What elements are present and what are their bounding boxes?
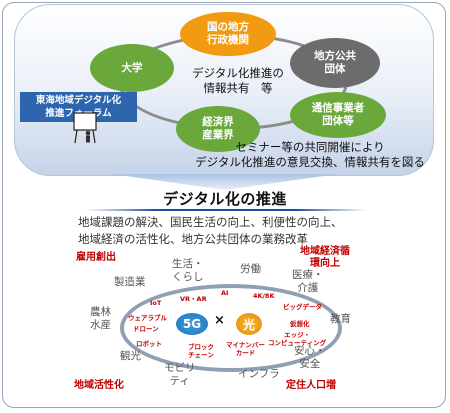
node-telecom-operators: 通信事業者 団体等 xyxy=(290,92,386,138)
presenter-board-icon xyxy=(73,112,97,144)
badge-optical: 光 xyxy=(236,313,262,335)
tech-wearable: ウェアラブル xyxy=(128,314,167,322)
field-manufacturing: 製造業 xyxy=(114,276,146,288)
tech-4k8k: 4K/8K xyxy=(253,292,275,300)
section-description: 地域課題の解決、国民生活の向上、利便性の向上、 地域経済の活性化、地方公共団体の… xyxy=(78,215,343,246)
field-life: 生活・ くらし xyxy=(172,258,204,283)
node-label: 通信事業者 団体等 xyxy=(311,102,365,127)
node-label: 国の地方 行政機関 xyxy=(207,21,249,46)
seminar-description: セミナー等の共同開催により デジタル化推進の意見交換、情報共有を図る xyxy=(195,140,425,169)
tech-blockchain: ブロック チェーン xyxy=(188,343,214,359)
tech-big-data: ビッグデータ xyxy=(283,303,322,311)
node-label: 地方公共 団体 xyxy=(314,50,356,75)
section-title: デジタル化の推進 xyxy=(163,190,287,208)
outcome-population-increase: 定住人口増 xyxy=(286,380,336,391)
tech-ai: AI xyxy=(221,289,229,297)
node-label: 経済界 産業界 xyxy=(202,116,234,141)
tech-drone: ドローン xyxy=(133,325,159,333)
tech-edge-computing: エッジ・ コンピューティング xyxy=(268,331,327,347)
tech-virtualization: 仮想化 xyxy=(290,320,310,328)
badge-optical-label: 光 xyxy=(242,317,255,332)
node-label: 大学 xyxy=(121,61,143,74)
outcome-economy-circulation: 地域経済循 環向上 xyxy=(300,246,350,269)
field-education: 教育 xyxy=(330,313,351,325)
field-safety: 安心・ 安全 xyxy=(294,345,326,370)
node-university: 大学 xyxy=(90,44,174,92)
tech-vr-ar: VR・AR xyxy=(180,295,207,303)
technology-ring xyxy=(120,284,342,372)
field-agriculture: 農林 水産 xyxy=(90,306,111,331)
badge-5g-label: 5G xyxy=(182,317,202,331)
tech-robot: ロボット xyxy=(136,340,162,348)
field-infrastructure: インフラ xyxy=(238,368,280,380)
node-national-regional-office: 国の地方 行政機関 xyxy=(180,12,276,56)
outer-frame xyxy=(2,2,446,408)
outcome-employment: 雇用創出 xyxy=(76,252,116,263)
times-symbol: × xyxy=(214,313,225,328)
badge-5g: 5G xyxy=(176,313,208,335)
info-sharing-text: デジタル化推進の 情報共有 等 xyxy=(192,66,284,95)
down-arrow xyxy=(112,174,338,190)
field-tourism: 観光 xyxy=(120,350,141,362)
field-mobility: モビリ ティ xyxy=(164,362,196,387)
field-medical-care: 医療・ 介護 xyxy=(292,269,324,294)
node-business-industry: 経済界 産業界 xyxy=(176,106,260,152)
outcome-regional-revitalization: 地域活性化 xyxy=(74,380,124,391)
tech-iot: IoT xyxy=(150,299,162,307)
tech-my-number-card: マイナンバー カード xyxy=(226,341,265,357)
title-underline xyxy=(86,209,366,211)
node-local-government: 地方公共 団体 xyxy=(290,38,380,88)
field-labor: 労働 xyxy=(240,263,261,275)
